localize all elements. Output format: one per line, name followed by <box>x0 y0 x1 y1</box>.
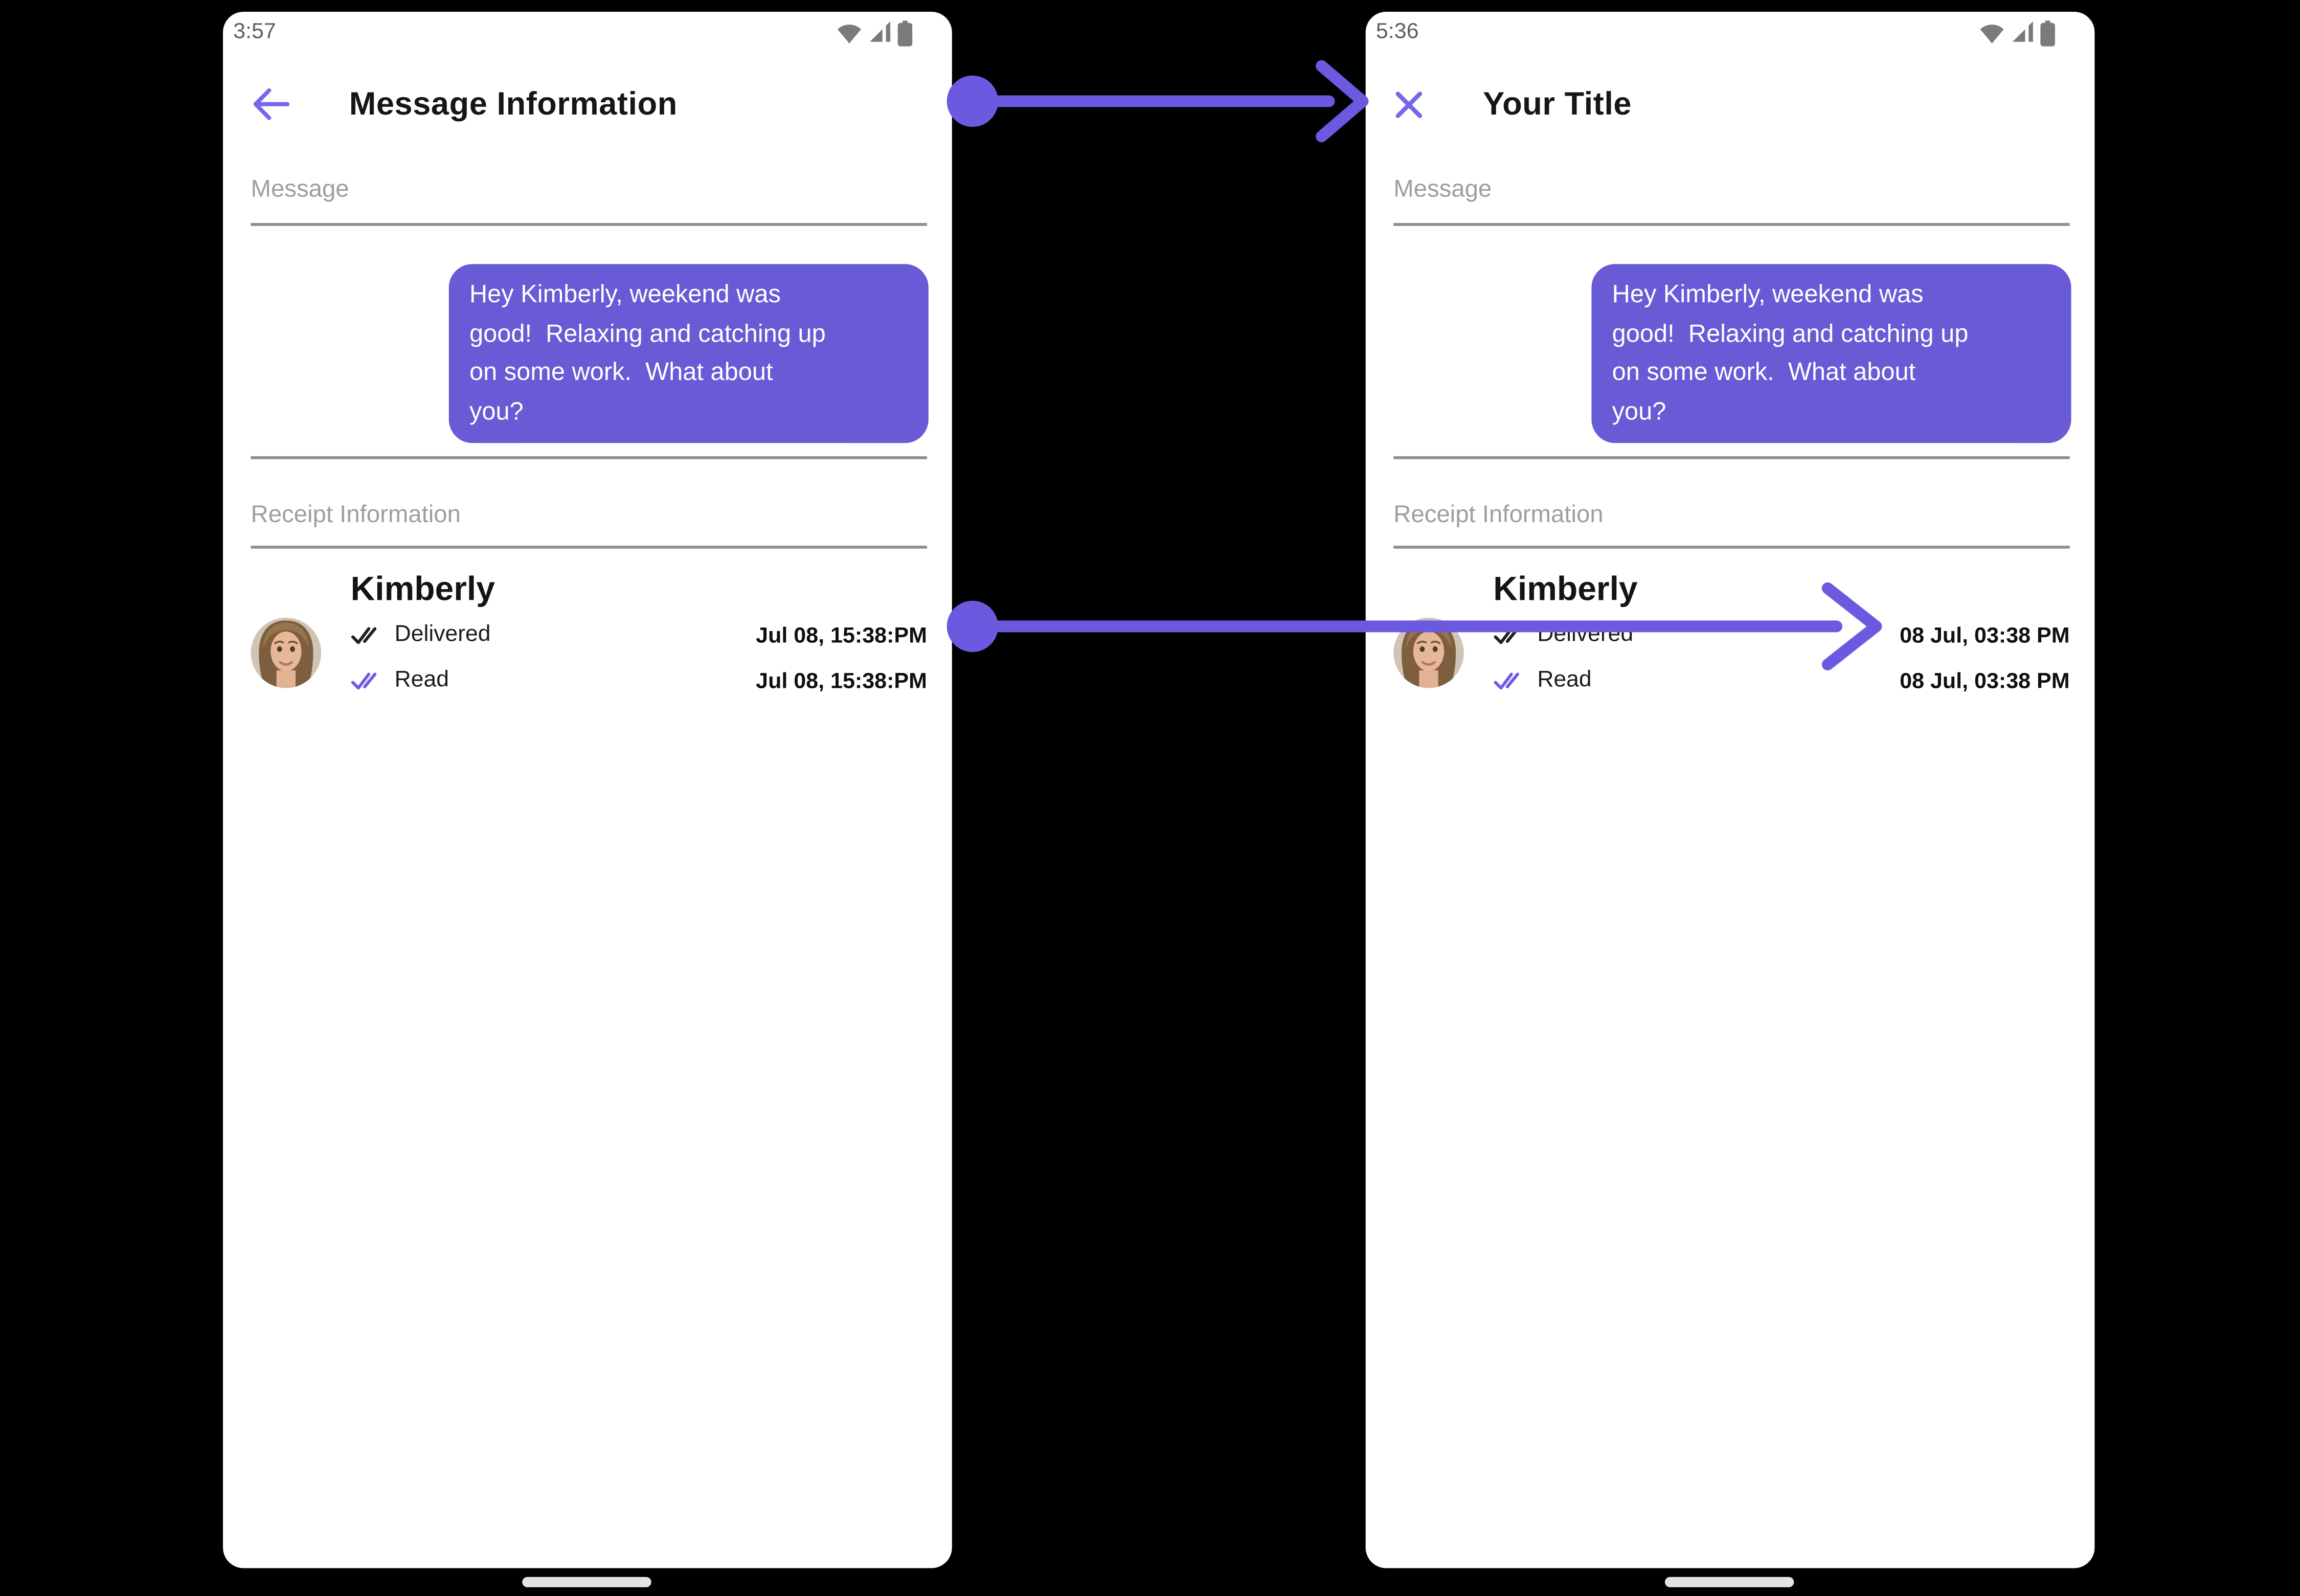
status-bar: 5:36 <box>1366 12 2095 54</box>
message-bubble-row: Hey Kimberly, weekend was good! Relaxing… <box>1393 264 2071 443</box>
signal-icon <box>2012 20 2033 42</box>
message-bubble: Hey Kimberly, weekend was good! Relaxing… <box>1591 264 2071 443</box>
delivered-label: Delivered <box>394 622 491 647</box>
read-row: Read Jul 08, 15:38:PM <box>351 663 927 699</box>
close-icon[interactable] <box>1393 89 1424 120</box>
divider <box>1393 223 2070 226</box>
double-check-icon <box>351 625 379 645</box>
status-time: 3:57 <box>233 19 276 44</box>
divider <box>251 546 927 549</box>
double-check-icon <box>1493 670 1521 691</box>
contact-name: Kimberly <box>350 569 495 608</box>
read-row: Read 08 Jul, 03:38 PM <box>1493 663 2070 699</box>
battery-icon <box>2040 20 2055 47</box>
home-indicator[interactable] <box>1664 1577 1794 1587</box>
receipt-item: Delivered Jul 08, 15:38:PM Read Jul 08, … <box>251 617 927 699</box>
home-indicator[interactable] <box>522 1577 651 1587</box>
receipt-section-label: Receipt Information <box>1393 502 1604 528</box>
page-title: Message Information <box>349 85 678 122</box>
read-timestamp: 08 Jul, 03:38 PM <box>1900 668 2070 693</box>
app-header: Message Information <box>223 75 952 133</box>
status-icons <box>1979 19 2055 47</box>
message-bubble-row: Hey Kimberly, weekend was good! Relaxing… <box>251 264 929 443</box>
status-icons <box>836 19 913 47</box>
phone-your-title: 5:36 Your Title Message Hey Kimberly, we… <box>1365 11 2095 1568</box>
app-header: Your Title <box>1366 75 2095 133</box>
wifi-icon <box>836 20 863 44</box>
kimberly-avatar <box>1393 617 1464 688</box>
delivered-row: Delivered Jul 08, 15:38:PM <box>351 618 927 653</box>
delivered-row: Delivered 08 Jul, 03:38 PM <box>1493 618 2070 653</box>
receipt-section-label: Receipt Information <box>251 502 461 528</box>
page-title: Your Title <box>1483 85 1632 122</box>
battery-icon <box>897 20 913 47</box>
message-bubble: Hey Kimberly, weekend was good! Relaxing… <box>448 264 929 443</box>
double-check-icon <box>351 670 379 691</box>
back-arrow-icon[interactable] <box>251 85 290 123</box>
divider <box>1393 546 2070 549</box>
divider <box>1393 456 2070 459</box>
divider <box>251 223 927 226</box>
read-timestamp: Jul 08, 15:38:PM <box>756 668 927 693</box>
message-section-label: Message <box>251 176 349 203</box>
delivered-label: Delivered <box>1537 622 1634 647</box>
title-mapping-arrow <box>946 60 1369 143</box>
kimberly-avatar <box>251 617 322 688</box>
receipt-rows: Delivered 08 Jul, 03:38 PM Read 08 Jul, … <box>1493 618 2070 699</box>
contact-name: Kimberly <box>1493 569 1638 608</box>
receipt-rows: Delivered Jul 08, 15:38:PM Read Jul 08, … <box>351 618 927 699</box>
read-label: Read <box>394 667 449 692</box>
status-time: 5:36 <box>1376 19 1419 44</box>
delivered-timestamp: Jul 08, 15:38:PM <box>756 622 927 648</box>
wifi-icon <box>1979 20 2005 44</box>
signal-icon <box>870 20 891 42</box>
status-bar: 3:57 <box>223 12 952 54</box>
read-label: Read <box>1537 667 1592 692</box>
double-check-icon <box>1493 625 1521 645</box>
message-section-label: Message <box>1393 176 1492 203</box>
divider <box>251 456 927 459</box>
delivered-timestamp: 08 Jul, 03:38 PM <box>1900 622 2070 648</box>
phone-message-information: 3:57 Message Information Message Hey Kim… <box>223 11 952 1568</box>
receipt-item: Delivered 08 Jul, 03:38 PM Read 08 Jul, … <box>1393 617 2070 699</box>
